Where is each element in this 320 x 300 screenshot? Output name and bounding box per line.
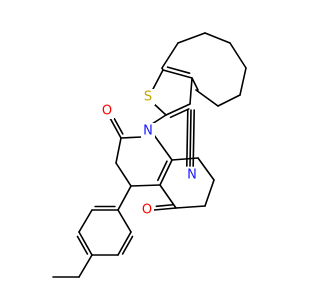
- bond-lactam-co-inner: [113, 117, 124, 135]
- bond-oct-7: [195, 89, 219, 107]
- bond-c7-c6: [204, 179, 215, 207]
- bond-c2-n: [151, 114, 167, 125]
- bond-c6-c5: [175, 205, 206, 209]
- bond-ketone-co-inner: [155, 203, 174, 208]
- bond-c3a-oct: [191, 77, 199, 91]
- bond-c2-c3: [165, 103, 191, 116]
- bond-nitrile: [189, 109, 192, 167]
- molecule-canvas: S N N O O: [52, 32, 247, 278]
- bond-oct-4: [229, 42, 247, 69]
- bond-ketone-co: [153, 207, 177, 211]
- bond-c7a-s: [151, 69, 164, 92]
- bond-c3a-c7a: [162, 69, 193, 79]
- bond-c8a-c8: [171, 157, 199, 161]
- bond-aryl-5-inner: [121, 235, 134, 255]
- bond-nitrile-c: [192, 109, 195, 167]
- bond-c4-aryl: [117, 185, 132, 211]
- bond-c3p-c4p: [115, 162, 132, 187]
- bond-ethyl-1: [78, 254, 93, 278]
- bond-oct-3: [204, 32, 231, 44]
- bond-c2p-c3p: [115, 137, 122, 164]
- bond-oct-1: [161, 42, 179, 69]
- atom-label-o-ketone: O: [142, 203, 152, 218]
- bond-aryl-3: [78, 231, 93, 256]
- bond-c4p-c4a: [130, 184, 161, 187]
- bond-c4a-c8a: [159, 159, 173, 186]
- bond-aryl-2: [78, 209, 93, 233]
- atom-label-o-lactam: O: [102, 104, 112, 119]
- bond-n-c2p: [120, 136, 143, 139]
- bond-aryl-3-inner: [76, 235, 89, 255]
- bond-aryl-5: [117, 231, 132, 256]
- atom-label-n-ring: N: [143, 124, 153, 139]
- bond-lactam-co: [109, 117, 122, 139]
- bond-c8a-n: [153, 134, 173, 161]
- bond-oct-6: [217, 94, 241, 107]
- bond-c8-c7: [197, 157, 215, 181]
- bond-oct-5: [239, 67, 247, 96]
- bond-c3-c3a: [189, 77, 193, 105]
- bond-oct-2: [177, 32, 206, 44]
- bond-s-c2: [152, 102, 167, 116]
- bond-nitrile-b: [186, 109, 189, 167]
- bond-c2-c3-inner: [169, 108, 190, 119]
- bond-c4a-c8a-inner: [157, 160, 168, 182]
- atom-label-n-nitrile: N: [187, 168, 197, 183]
- bond-aryl-6: [117, 209, 132, 233]
- atom-label-layer: S N N O O: [100, 89, 199, 218]
- bond-c3a-c7a-inner: [166, 66, 191, 74]
- bond-c7a-oct: [161, 67, 164, 71]
- atom-label-s: S: [144, 90, 152, 105]
- molecule-structure: S N N O O: [52, 32, 247, 278]
- bond-layer: [52, 32, 247, 278]
